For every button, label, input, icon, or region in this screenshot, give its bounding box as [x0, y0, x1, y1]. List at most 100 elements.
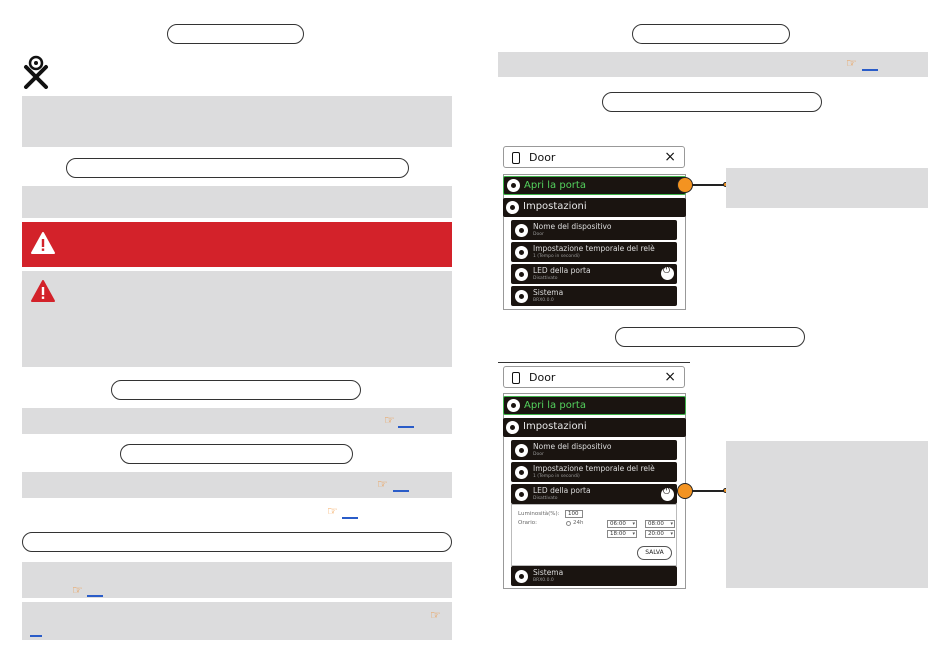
page-link[interactable]: [342, 517, 358, 519]
section-header-pill-3: [111, 380, 361, 400]
page-link[interactable]: [393, 490, 409, 492]
save-button[interactable]: SALVA: [637, 546, 672, 560]
setting-title: Nome del dispositivo: [533, 222, 612, 231]
gear-icon: [515, 444, 528, 457]
page-link[interactable]: [87, 595, 103, 597]
setting-value: Disattivato: [533, 496, 558, 501]
info-panel-1: [22, 96, 452, 147]
setting-item-door-led[interactable]: LED della porta Disattivato: [511, 264, 677, 284]
open-door-button[interactable]: Apri la porta: [503, 176, 686, 195]
setting-value: Door: [533, 452, 544, 457]
hand-pointer-icon: ☞: [377, 477, 388, 491]
brightness-label: Luminosità(%):: [518, 511, 560, 517]
open-door-label: Apri la porta: [524, 180, 586, 191]
setting-value: BRX0.0.0: [533, 298, 554, 303]
setting-value: 1 (Tempo in secondi): [533, 474, 580, 479]
info-panel-4: [22, 472, 452, 498]
callout-line: [692, 184, 725, 186]
close-icon[interactable]: ×: [664, 149, 676, 165]
page-link[interactable]: [862, 69, 878, 71]
setting-item-system[interactable]: Sistema BRX0.0.0: [511, 566, 677, 586]
phone-header: Door ×: [503, 146, 685, 168]
setting-title: Impostazione temporale del relè: [533, 464, 655, 473]
setting-title: Impostazione temporale del relè: [533, 244, 655, 253]
schedule-label: Orario:: [518, 520, 537, 526]
section-header-pill-5: [22, 532, 452, 552]
hand-pointer-icon: ☞: [384, 413, 395, 427]
setting-title: Nome del dispositivo: [533, 442, 612, 451]
section-header-pill-4: [120, 444, 353, 464]
hand-pointer-icon: ☞: [430, 608, 441, 622]
setting-value: BRX0.0.0: [533, 578, 554, 583]
callout-line: [692, 490, 725, 492]
warning-red-icon: [31, 280, 55, 302]
callout-marker: [677, 483, 693, 499]
phone-icon: [512, 372, 520, 384]
power-icon[interactable]: [661, 266, 674, 280]
key-icon: [507, 399, 520, 412]
all-day-label: 24h: [573, 520, 584, 526]
setting-item-relay-time[interactable]: Impostazione temporale del relè 1 (Tempo…: [511, 462, 677, 482]
gear-icon: [515, 466, 528, 479]
page-link[interactable]: [30, 635, 42, 637]
gear-icon: [515, 488, 528, 501]
all-day-checkbox[interactable]: [566, 521, 571, 526]
time-from-1-select[interactable]: 06:00: [607, 520, 637, 528]
open-door-label: Apri la porta: [524, 400, 586, 411]
section-header-pill-2: [66, 158, 409, 178]
hand-pointer-icon: ☞: [72, 583, 83, 597]
settings-header[interactable]: Impostazioni: [503, 198, 686, 217]
section-header-pill-1: [167, 24, 304, 44]
open-door-button[interactable]: Apri la porta: [503, 396, 686, 415]
power-icon[interactable]: [661, 487, 674, 501]
setting-value: Disattivato: [533, 276, 558, 281]
gear-icon: [506, 421, 519, 434]
section-header-pill-6: [632, 24, 790, 44]
time-from-2-select[interactable]: 18:00: [607, 530, 637, 538]
device-title: Door: [529, 371, 556, 384]
setting-item-system[interactable]: Sistema BRX0.0.0: [511, 286, 677, 306]
setting-title: LED della porta: [533, 486, 591, 495]
brightness-input[interactable]: 100: [565, 510, 583, 518]
setting-value: Door: [533, 232, 544, 237]
setting-title: LED della porta: [533, 266, 591, 275]
gear-icon: [506, 201, 519, 214]
time-to-1-select[interactable]: 08:00: [645, 520, 675, 528]
phone-icon: [512, 152, 520, 164]
callout-marker: [677, 177, 693, 193]
settings-label: Impostazioni: [523, 201, 587, 212]
page-link[interactable]: [398, 426, 414, 428]
setting-item-relay-time[interactable]: Impostazione temporale del relè 1 (Tempo…: [511, 242, 677, 262]
info-panel-5: [22, 562, 452, 598]
gear-icon: [515, 570, 528, 583]
divider-line: [498, 362, 690, 363]
info-panel-7: [498, 52, 928, 77]
setting-item-device-name[interactable]: Nome del dispositivo Door: [511, 440, 677, 460]
warning-panel: [22, 271, 452, 367]
info-panel-3: [22, 408, 452, 434]
section-header-pill-8: [615, 327, 805, 347]
tools-logo-icon: [24, 55, 48, 89]
setting-title: Sistema: [533, 568, 564, 577]
warning-banner: [22, 222, 452, 267]
setting-item-device-name[interactable]: Nome del dispositivo Door: [511, 220, 677, 240]
callout-panel-2: [726, 441, 928, 588]
key-icon: [507, 179, 520, 192]
setting-title: Sistema: [533, 288, 564, 297]
time-to-2-select[interactable]: 20:00: [645, 530, 675, 538]
gear-icon: [515, 268, 528, 281]
callout-panel-1: [726, 168, 928, 208]
setting-value: 1 (Tempo in secondi): [533, 254, 580, 259]
settings-label: Impostazioni: [523, 421, 587, 432]
device-title: Door: [529, 151, 556, 164]
info-panel-2: [22, 186, 452, 218]
gear-icon: [515, 290, 528, 303]
settings-header[interactable]: Impostazioni: [503, 418, 686, 437]
gear-icon: [515, 224, 528, 237]
info-panel-6: [22, 602, 452, 640]
gear-icon: [515, 246, 528, 259]
setting-item-door-led[interactable]: LED della porta Disattivato: [511, 484, 677, 504]
phone-header: Door ×: [503, 366, 685, 388]
warning-icon: [31, 232, 55, 254]
close-icon[interactable]: ×: [664, 369, 676, 385]
